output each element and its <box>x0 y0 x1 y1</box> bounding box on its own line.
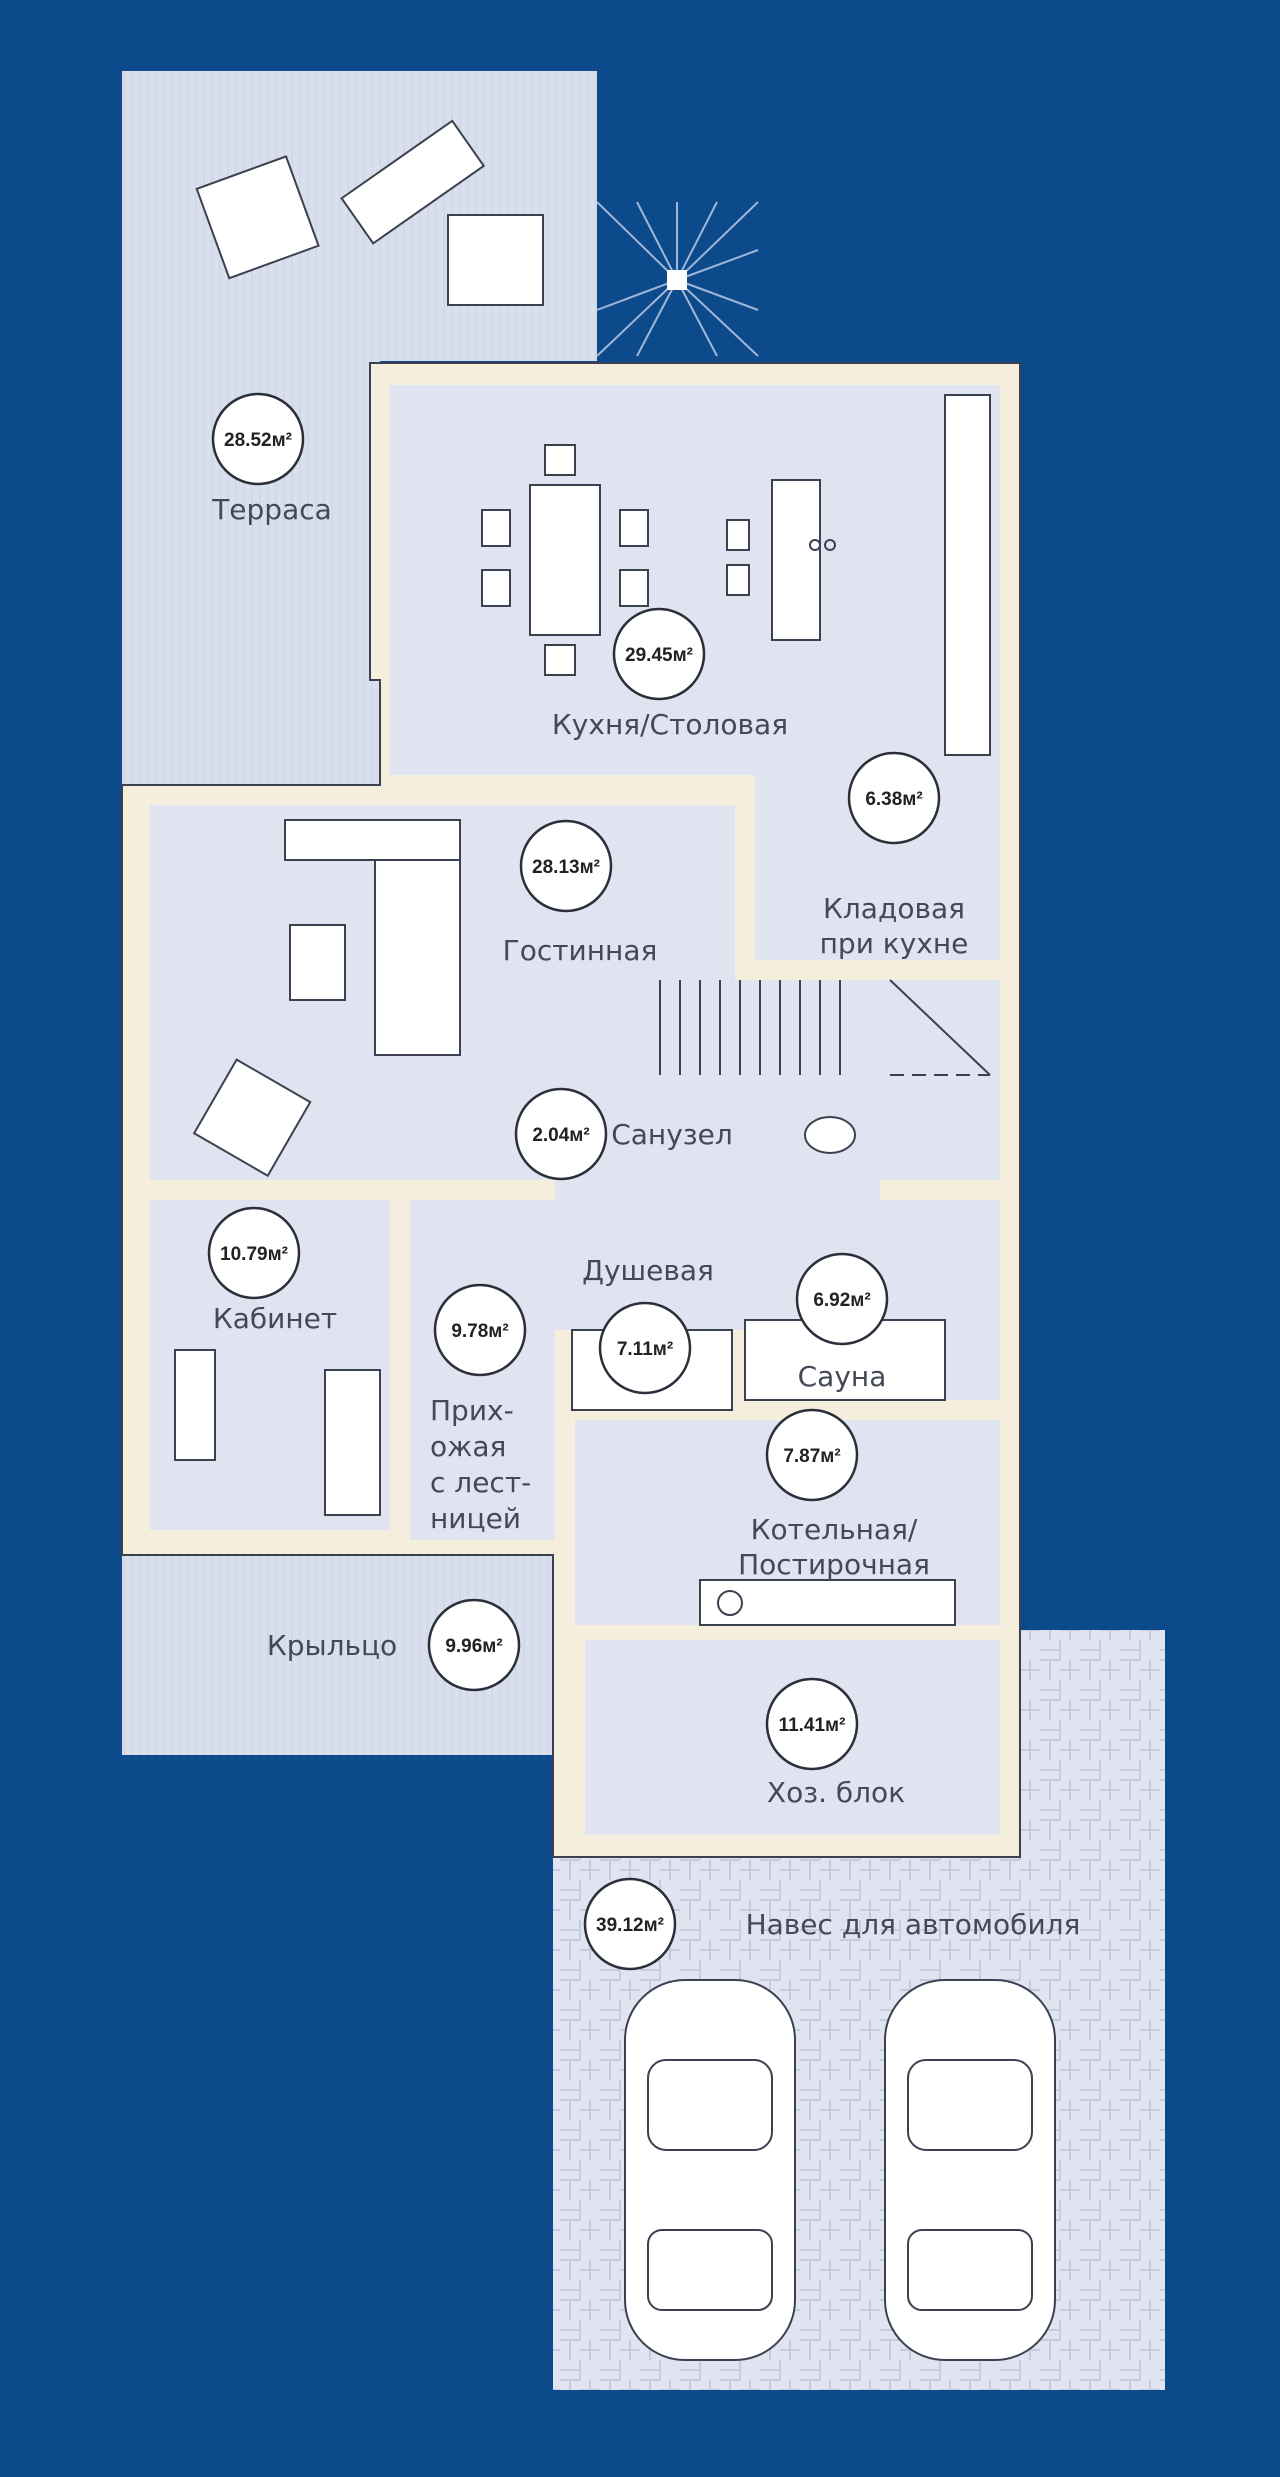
room-label: Кабинет <box>213 1302 337 1335</box>
room-kitchen: 29.45м² Кухня/Столовая <box>552 607 788 741</box>
terrace-furniture <box>195 119 544 306</box>
room-carport: 39.12м² Навес для автомобиля <box>583 1877 1081 1971</box>
room-label: Навес для автомобиля <box>746 1908 1081 1941</box>
area-label: 7.87м² <box>783 1446 840 1467</box>
room-porch: 9.96м² Крыльцо <box>267 1598 521 1692</box>
room-utility: 11.41м² Хоз. блок <box>765 1677 905 1809</box>
room-sauna: 6.92м² Сауна <box>795 1252 889 1393</box>
room-wc: 2.04м² Санузел <box>514 1087 733 1181</box>
room-label: ницей <box>430 1502 521 1535</box>
room-label: Крыльцо <box>267 1629 397 1662</box>
sofa <box>284 819 461 1056</box>
area-label: 9.78м² <box>451 1321 508 1342</box>
car-right <box>884 1979 1056 2361</box>
area-label: 39.12м² <box>596 1915 664 1936</box>
room-label: Кладовая <box>823 892 965 925</box>
room-label: Гостинная <box>503 934 658 967</box>
room-label: Прих- <box>430 1394 514 1427</box>
room-label: ожая <box>430 1430 506 1463</box>
area-label: 7.11м² <box>617 1339 673 1360</box>
room-label: с лест- <box>430 1466 531 1499</box>
dining-table <box>481 444 649 676</box>
room-label: Душевая <box>582 1254 714 1287</box>
room-label: при кухне <box>820 927 969 960</box>
room-label: Терраса <box>211 493 332 526</box>
armchair <box>192 1058 312 1178</box>
room-shower: 7.11м² Душевая <box>582 1254 714 1395</box>
staircase <box>659 979 991 1076</box>
toilet-icon <box>804 1116 856 1154</box>
area-label: 6.92м² <box>813 1290 870 1311</box>
room-label: Сауна <box>798 1360 887 1393</box>
room-hall: 9.78м² Прих- ожая с лест- ницей <box>430 1283 531 1535</box>
room-label: Хоз. блок <box>767 1776 905 1809</box>
area-label: 28.13м² <box>532 857 600 878</box>
room-label: Постирочная <box>738 1548 930 1581</box>
room-office: 10.79м² Кабинет <box>207 1206 337 1335</box>
kitchen-counter <box>944 394 991 756</box>
area-label: 6.38м² <box>865 789 922 810</box>
office-desk <box>174 1349 381 1516</box>
car-left <box>624 1979 796 2361</box>
area-label: 9.96м² <box>445 1636 502 1657</box>
skylight-icon <box>596 201 759 357</box>
room-terrace: 28.52м² Терраса <box>211 392 332 526</box>
room-pantry: 6.38м² Кладовая при кухне <box>820 751 969 960</box>
room-label: Санузел <box>611 1118 733 1151</box>
area-label: 11.41м² <box>779 1715 846 1736</box>
area-label: 29.45м² <box>625 645 693 666</box>
room-boiler: 7.87м² Котельная/ Постирочная <box>738 1408 930 1581</box>
kitchen-island <box>726 479 836 641</box>
area-label: 10.79м² <box>220 1244 288 1265</box>
area-label: 2.04м² <box>532 1125 589 1146</box>
room-label: Кухня/Столовая <box>552 708 788 741</box>
laundry-appliances <box>699 1579 956 1626</box>
area-label: 28.52м² <box>224 430 292 451</box>
room-living: 28.13м² Гостинная <box>503 819 658 967</box>
room-label: Котельная/ <box>751 1513 918 1546</box>
